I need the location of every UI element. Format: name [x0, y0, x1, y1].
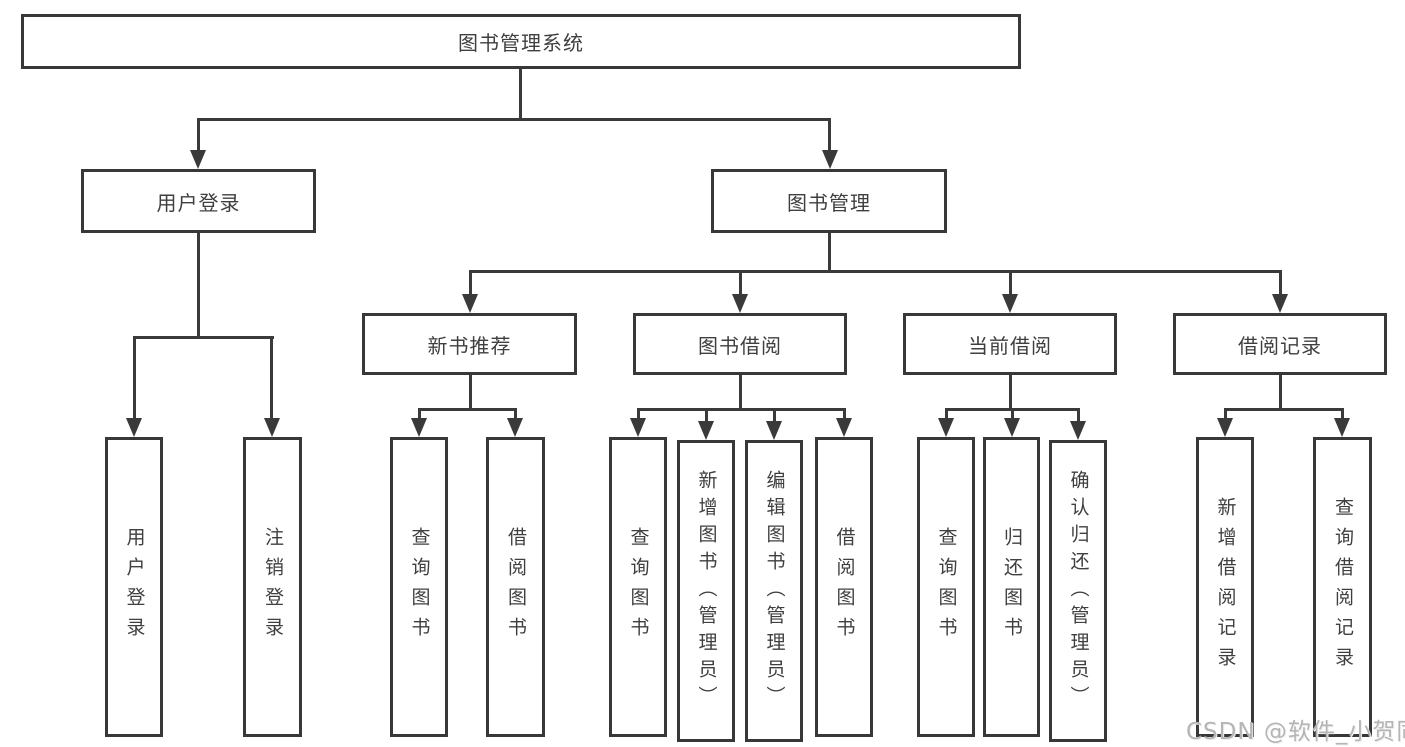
arrow-down-icon	[462, 294, 478, 313]
leaf-query-borrow-record: 查询借阅记录	[1313, 437, 1372, 737]
leaf-add-borrow-record: 新增借阅记录	[1196, 437, 1254, 737]
leaf-add-books-admin: 新增图书（管理员）	[677, 440, 735, 742]
connector-drop-new-rec	[469, 270, 472, 297]
connector-user-login-bar	[133, 336, 274, 339]
arrow-down-icon	[126, 418, 142, 437]
node-current-borrow: 当前借阅	[903, 313, 1117, 375]
arrow-down-icon	[698, 421, 714, 440]
node-library-system-root: 图书管理系统	[21, 14, 1021, 69]
node-book-borrow: 图书借阅	[633, 313, 847, 375]
leaf-logout-login: 注销登录	[243, 437, 302, 737]
connector-drop	[1341, 408, 1344, 421]
arrow-down-icon	[732, 294, 748, 313]
connector-drop	[514, 408, 517, 421]
arrow-down-icon	[630, 418, 646, 437]
connector-drop-current	[1009, 270, 1012, 297]
arrow-down-icon	[1217, 418, 1233, 437]
connector-level2-bar	[197, 118, 831, 121]
connector-drop	[705, 408, 708, 423]
connector-level3-bar	[469, 270, 1282, 273]
connector-drop-login	[133, 336, 136, 420]
connector-drop	[1011, 408, 1014, 421]
arrow-down-icon	[507, 418, 523, 437]
connector-records-stem	[1279, 375, 1282, 408]
connector-drop	[418, 408, 421, 421]
connector-drop	[945, 408, 948, 421]
node-user-login: 用户登录	[81, 169, 316, 233]
connector-drop	[637, 408, 640, 421]
connector-user-login-stem	[197, 233, 200, 336]
node-new-book-recommend: 新书推荐	[362, 313, 577, 375]
connector-drop-records	[1279, 270, 1282, 297]
node-book-management: 图书管理	[711, 169, 947, 233]
leaf-confirm-return-admin: 确认归还（管理员）	[1049, 440, 1107, 742]
connector-drop	[773, 408, 776, 423]
connector-drop	[1224, 408, 1227, 421]
connector-borrow-bar	[637, 408, 846, 411]
arrow-down-icon	[822, 150, 838, 169]
connector-book-mgmt-stem	[828, 233, 831, 273]
connector-records-bar	[1224, 408, 1344, 411]
connector-borrow-stem	[739, 375, 742, 408]
arrow-down-icon	[190, 150, 206, 169]
arrow-down-icon	[264, 418, 280, 437]
leaf-edit-books-admin: 编辑图书（管理员）	[745, 440, 803, 742]
connector-drop	[1077, 408, 1080, 423]
arrow-down-icon	[836, 418, 852, 437]
leaf-query-books-borrow: 查询图书	[609, 437, 667, 737]
connector-new-rec-bar	[418, 408, 517, 411]
leaf-query-books-current: 查询图书	[917, 437, 975, 737]
leaf-borrow-books-recommend: 借阅图书	[486, 437, 545, 737]
connector-root-stem	[519, 69, 522, 118]
leaf-query-books-recommend: 查询图书	[390, 437, 448, 737]
arrow-down-icon	[1272, 294, 1288, 313]
leaf-borrow-books: 借阅图书	[815, 437, 873, 737]
arrow-down-icon	[411, 418, 427, 437]
connector-drop-logout	[270, 336, 273, 420]
arrow-down-icon	[1004, 418, 1020, 437]
arrow-down-icon	[1002, 294, 1018, 313]
arrow-down-icon	[938, 418, 954, 437]
leaf-user-login: 用户登录	[105, 437, 163, 737]
connector-drop-user-login	[197, 118, 200, 152]
connector-new-rec-stem	[469, 375, 472, 408]
leaf-return-books: 归还图书	[983, 437, 1040, 737]
connector-current-stem	[1009, 375, 1012, 408]
node-borrow-records: 借阅记录	[1173, 313, 1387, 375]
connector-drop-book-mgmt	[828, 118, 831, 152]
arrow-down-icon	[766, 421, 782, 440]
csdn-watermark: CSDN @软件_小贺同学	[1186, 719, 1405, 745]
connector-drop	[843, 408, 846, 421]
arrow-down-icon	[1070, 421, 1086, 440]
connector-drop-borrow	[739, 270, 742, 297]
arrow-down-icon	[1334, 418, 1350, 437]
